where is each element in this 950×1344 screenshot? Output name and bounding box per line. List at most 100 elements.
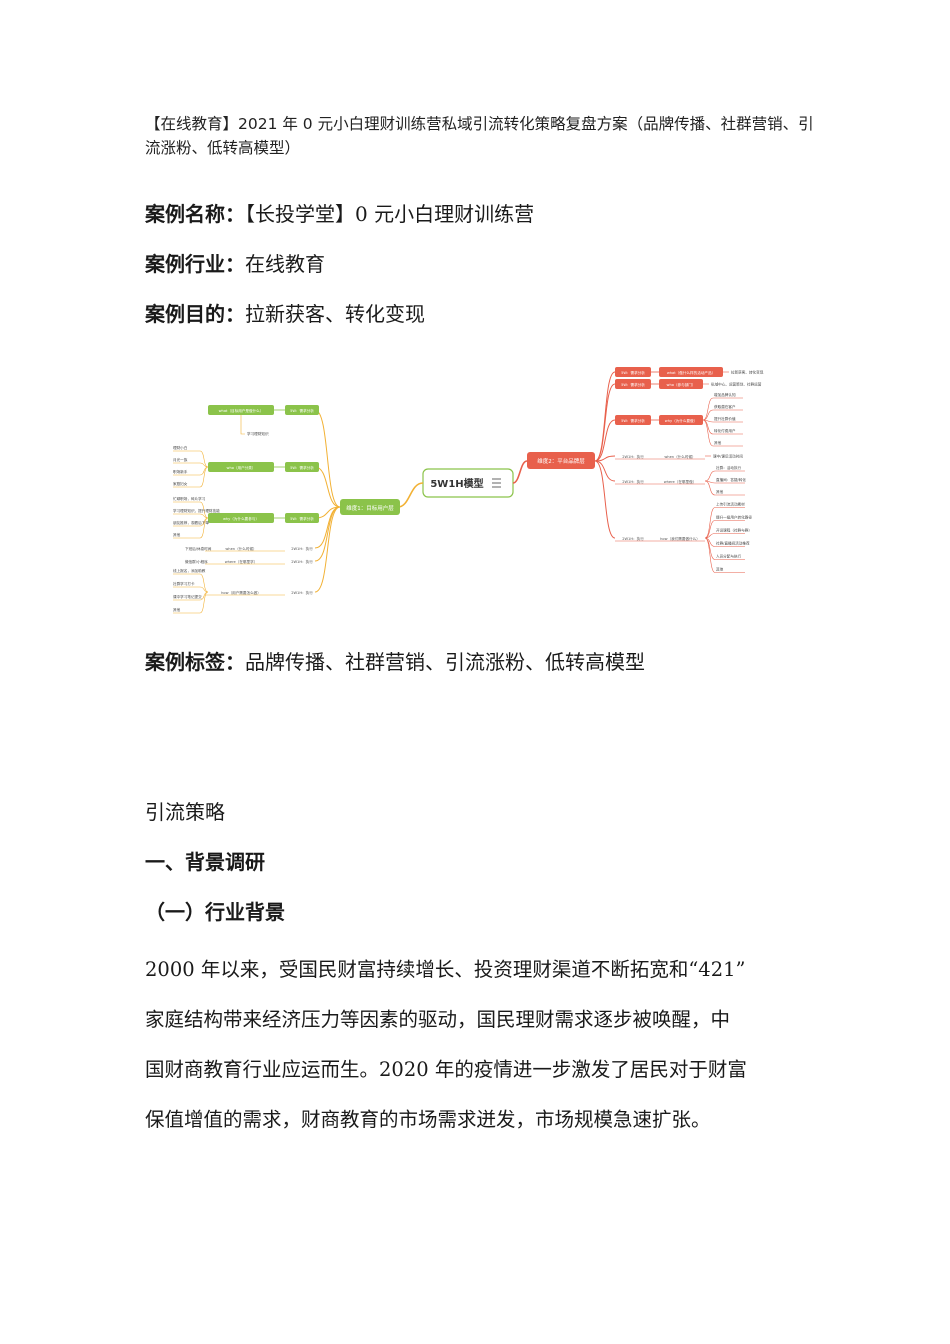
mindmap-w-label: 5W：需求分析 bbox=[290, 516, 314, 521]
mindmap-item-label: 微信群/小程序 bbox=[185, 559, 208, 564]
mindmap-item: 课中/课后活动时间 bbox=[705, 454, 743, 459]
mindmap-right-group: 5W：需求分析 why（为什么要做） 增加品牌认知获取潜在客户提升社群价值转化付费用… bbox=[594, 392, 743, 462]
mindmap-item: 获取潜在客户 bbox=[702, 404, 743, 421]
section-heading: 引流策略 bbox=[145, 800, 225, 824]
mindmap-item: 其他 bbox=[704, 480, 745, 496]
case-name-value: 【长投学堂】0 元小白理财训练营 bbox=[245, 202, 535, 226]
mindmap-item-label: 其他 bbox=[716, 567, 724, 572]
mindmap-item-label: 私域中心、运营策划、社群运营 bbox=[711, 382, 762, 387]
mindmap-question-label: who（参与部门） bbox=[667, 382, 696, 387]
mindmap-item: 其他 bbox=[173, 517, 209, 539]
mindmap-item-label: 家庭妇女 bbox=[173, 481, 188, 486]
mindmap-item: 其他 bbox=[704, 537, 745, 573]
mindmap-item: 开设课程（社群与群） bbox=[704, 528, 752, 539]
case-purpose-value: 拉新获客、转化变现 bbox=[245, 302, 425, 326]
mindmap-item-label: 朋友推荐，观看后下单 bbox=[173, 520, 209, 525]
mindmap-left-root: 维度1：目标用户层 bbox=[346, 504, 394, 512]
mindmap-item-label: 社群：活动执行 bbox=[716, 465, 742, 470]
mindmap-question-label: what（目标用户是做什么） bbox=[219, 408, 264, 413]
mindmap-item: 微信群/小程序 bbox=[185, 559, 208, 564]
mindmap-question-label: what（做什么样的活动产品） bbox=[667, 370, 715, 375]
mindmap-question-label: who（用户分类） bbox=[227, 465, 256, 470]
mindmap-item: 学习理财知识 bbox=[240, 415, 269, 436]
mindmap-item-label: 开设课程（社群与群） bbox=[716, 528, 752, 533]
mindmap-item: 线上报名，添加助教 bbox=[173, 568, 209, 593]
mindmap-item-label: 获取潜在客户 bbox=[714, 404, 736, 409]
paragraph-line: 国财商教育行业应运而生。2020 年的疫情进一步激发了居民对于财富 bbox=[145, 1058, 747, 1081]
case-industry-key: 案例行业： bbox=[145, 252, 245, 276]
mindmap-item-label: 忙碌职场，碎片学习 bbox=[173, 496, 206, 501]
case-name-key: 案例名称： bbox=[145, 202, 245, 226]
mindmap-question-label: where（在哪里做） bbox=[664, 479, 697, 484]
case-name-row: 案例名称：【长投学堂】0 元小白理财训练营 bbox=[145, 200, 534, 228]
mindmap-item: 月光一族 bbox=[173, 457, 209, 468]
industry-background-paragraph: 2000 年以来，受国民财富持续增长、投资理财渠道不断拓宽和“421”家庭结构带… bbox=[145, 945, 810, 1145]
mindmap-item: 职场新手 bbox=[173, 466, 209, 476]
mindmap-item: 提升一级用户转化路径 bbox=[704, 515, 752, 539]
mindmap-question-label: why（为什么要做） bbox=[665, 418, 698, 423]
mindmap-item-label: 提升社群价值 bbox=[714, 416, 736, 421]
mindmap-left-group: 5W：需求分析why（为什么要参与）忙碌职场，碎片学习学习理财知识，提升理财技能… bbox=[173, 496, 341, 539]
mindmap-question-label: when（什么时候） bbox=[225, 546, 256, 551]
mindmap-item: 私域中心、运营策划、社群运营 bbox=[703, 382, 762, 387]
mindmap-question-label: when（什么时候） bbox=[664, 454, 695, 459]
mindmap-item: 学习理财知识，提升理财技能 bbox=[173, 508, 220, 519]
mindmap-item: 家庭妇女 bbox=[173, 466, 209, 488]
mindmap-w-label: 5W：需求分析 bbox=[621, 382, 645, 387]
mindmap-item: 其他 bbox=[173, 591, 209, 614]
mindmap-item: 忙碌职场，碎片学习 bbox=[173, 496, 209, 519]
mindmap-w-label: 2W1H：执行 bbox=[622, 479, 644, 484]
mindmap-center-label: 5W1H模型 bbox=[430, 477, 483, 490]
mindmap-item: 上传引流活动素材 bbox=[704, 502, 745, 539]
mindmap-w-label: 5W：需求分析 bbox=[621, 418, 645, 423]
mindmap-item: 拉新获客、转化变现 bbox=[723, 370, 764, 375]
mindmap-item-label: 增加品牌认知 bbox=[714, 392, 736, 397]
mindmap-item: 其他 bbox=[702, 419, 743, 447]
mindmap-item-label: 其他 bbox=[716, 489, 724, 494]
document-title: 【在线教育】2021 年 0 元小白理财训练营私域引流转化策略复盘方案（品牌传播… bbox=[145, 115, 814, 157]
mindmap-item-label: 下班后/休息时间 bbox=[185, 546, 212, 551]
mindmap-item-label: 其他 bbox=[173, 532, 181, 537]
mindmap-item-label: 其他 bbox=[714, 440, 722, 445]
mindmap-item-label: 直播间：答疑/转化 bbox=[716, 477, 746, 482]
mindmap-item-label: 转化付费用户 bbox=[714, 428, 736, 433]
mindmap-left-branches: 5W：需求分析 what（目标用户是做什么） 学习理财知识 5W：需求分析 who（用户… bbox=[173, 405, 341, 614]
mindmap-item-label: 人员分配与执行 bbox=[716, 554, 742, 559]
mindmap-item-label: 学习理财知识，提升理财技能 bbox=[173, 508, 220, 513]
mindmap-question-label: how（用户需要怎么做） bbox=[221, 590, 261, 595]
mindmap-item-label: 上传引流活动素材 bbox=[716, 502, 745, 507]
mindmap-question-label: how（我们需要做什么） bbox=[660, 536, 700, 541]
mindmap-w-label: 5W：需求分析 bbox=[290, 465, 314, 470]
mindmap-item: 下班后/休息时间 bbox=[185, 546, 212, 551]
case-tags-row: 案例标签：品牌传播、社群营销、引流涨粉、低转高模型 bbox=[145, 648, 645, 676]
mindmap-right-group: 5W：需求分析 who（参与部门） 私域中心、运营策划、社群运营 bbox=[594, 379, 762, 462]
mindmap-left-group: 2W1H：执行 how（用户需要怎么做） 线上报名，添加助教社群学习打卡课中学习笔记… bbox=[173, 506, 341, 614]
paragraph-line: 保值增值的需求，财商教育的市场需求迸发，市场规模急速扩张。 bbox=[145, 1108, 711, 1131]
mindmap-left-group: 5W：需求分析 what（目标用户是做什么） 学习理财知识 bbox=[208, 405, 341, 508]
mindmap-item-label: 月光一族 bbox=[173, 457, 188, 462]
case-tags-value: 品牌传播、社群营销、引流涨粉、低转高模型 bbox=[245, 650, 645, 674]
mindmap-right-group: 2W1H：执行 how（我们需要做什么） 上传引流活动素材提升一级用户转化路径开设课… bbox=[594, 460, 752, 573]
mindmap-item: 社群学习打卡 bbox=[173, 581, 209, 593]
mindmap-w-label: 2W1H：执行 bbox=[291, 590, 313, 595]
heading-2: （一）行业背景 bbox=[145, 900, 285, 924]
paragraph-line: 家庭结构带来经济压力等因素的驱动，国民理财需求逐步被唤醒，中 bbox=[145, 1008, 731, 1031]
mindmap-item-label: 线上报名，添加助教 bbox=[173, 568, 206, 573]
mindmap-question-label: where（在哪里学） bbox=[225, 559, 258, 564]
mindmap-item: 提升社群价值 bbox=[702, 416, 743, 423]
case-tags-key: 案例标签： bbox=[145, 650, 245, 674]
mindmap-item-label: 社群学习打卡 bbox=[173, 581, 195, 586]
mindmap-item-label: 课中学习笔记提交 bbox=[173, 594, 202, 599]
list-icon bbox=[492, 478, 501, 488]
mindmap-item: 朋友推荐，观看后下单 bbox=[173, 517, 209, 527]
mindmap-w-label: 2W1H：执行 bbox=[622, 454, 644, 459]
mindmap-item: 直播间：答疑/转化 bbox=[704, 477, 746, 484]
mindmap-item-label: 提升一级用户转化路径 bbox=[716, 515, 752, 520]
mindmap-item-label: 课中/课后活动时间 bbox=[713, 454, 743, 459]
mindmap-item: 理财小白 bbox=[173, 445, 209, 468]
mindmap-item-label: 其他 bbox=[173, 607, 181, 612]
mindmap-item-label: 学习理财知识 bbox=[247, 431, 269, 436]
mindmap-diagram: 5W1H模型 维度1：目标用户层 维度2：平台品牌层 5W：需求分析what（目… bbox=[173, 367, 764, 614]
